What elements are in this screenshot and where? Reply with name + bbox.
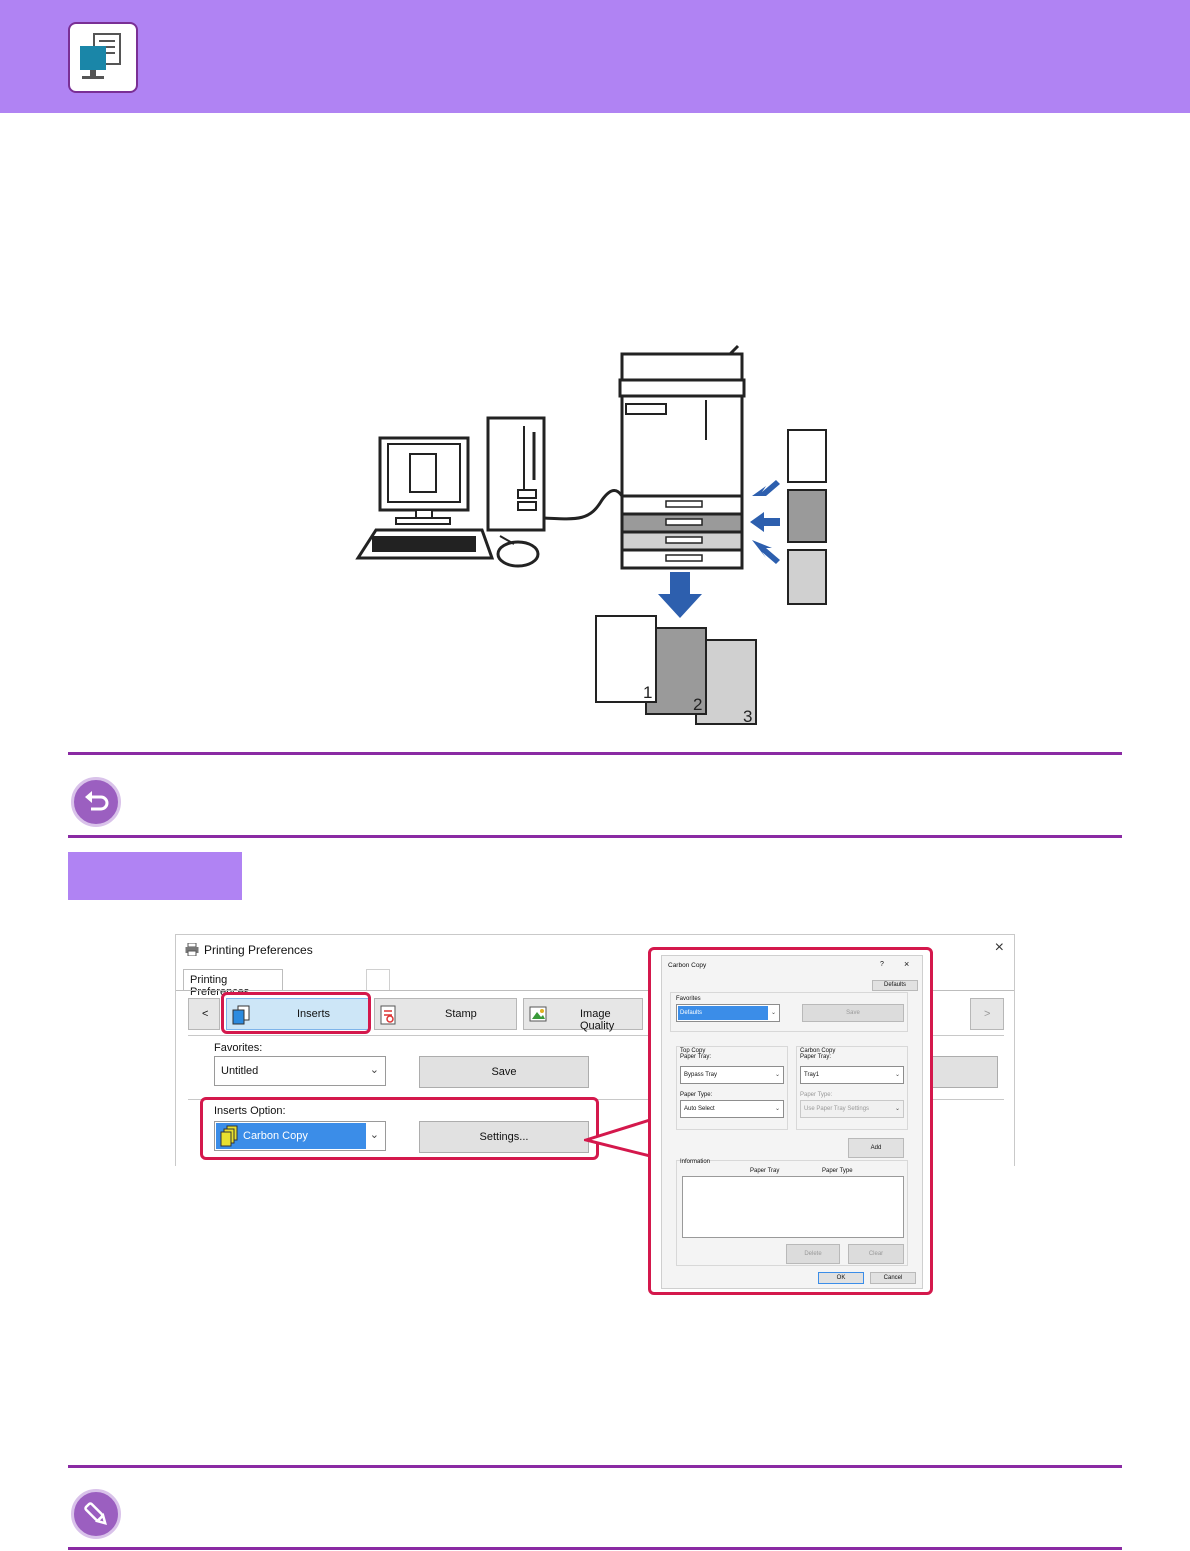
delete-button[interactable]: Delete <box>786 1244 840 1264</box>
paper-icon <box>787 489 827 543</box>
tab-blank[interactable] <box>366 969 390 991</box>
save-button[interactable]: Save <box>419 1056 589 1088</box>
settings-button[interactable]: Settings... <box>419 1121 589 1153</box>
nav-item-image-quality[interactable]: Image Quality <box>523 998 643 1032</box>
favorites-select[interactable]: Untitled ⌄ <box>214 1056 386 1086</box>
col-paper-type: Paper Type <box>822 1168 853 1174</box>
illustration: 1 2 3 <box>355 344 827 726</box>
information-list[interactable] <box>682 1176 904 1238</box>
inserts-icon <box>232 1005 250 1025</box>
top-paper-tray-select[interactable]: Bypass Tray ⌄ <box>680 1066 784 1084</box>
highlight-inserts <box>221 992 371 1034</box>
printer-icon <box>185 943 199 956</box>
nav-next-button[interactable]: > <box>970 998 1004 1030</box>
callout-connector <box>584 1118 652 1158</box>
tab-printing-preferences[interactable]: Printing Preferences <box>183 969 283 998</box>
cc-paper-tray-select[interactable]: Tray1 ⌄ <box>800 1066 904 1084</box>
favorites-select[interactable]: Defaults ⌄ <box>676 1004 780 1022</box>
information-label: Information <box>680 1159 711 1165</box>
arrow-icon <box>750 480 780 564</box>
step-label <box>68 852 242 900</box>
note-rule-top <box>68 1465 1122 1468</box>
nav-item-inserts[interactable]: Inserts <box>226 998 369 1030</box>
dialog-title: Carbon Copy <box>668 962 707 969</box>
paper-icon <box>787 429 827 483</box>
inserts-option-label: Inserts Option: <box>214 1105 286 1117</box>
defaults-button[interactable]: Defaults <box>872 980 918 991</box>
chevron-down-icon: ⌄ <box>369 1129 379 1141</box>
note-rule-bottom <box>68 835 1122 838</box>
image-quality-icon <box>529 1006 547 1022</box>
save-button[interactable]: Save <box>802 1004 904 1022</box>
clear-button[interactable]: Clear <box>848 1244 904 1264</box>
top-paper-type-select[interactable]: Auto Select ⌄ <box>680 1100 784 1118</box>
stamp-icon <box>380 1005 396 1025</box>
carbon-copy-label: Carbon Copy <box>800 1048 836 1054</box>
right-button[interactable] <box>926 1056 998 1088</box>
page-number: 3 <box>743 707 752 726</box>
arrow-icon <box>658 572 702 618</box>
col-paper-tray: Paper Tray <box>750 1168 780 1174</box>
return-arrow-icon <box>71 777 121 827</box>
cancel-button[interactable]: Cancel <box>870 1272 916 1284</box>
carbon-copy-icon <box>220 1125 238 1147</box>
ok-button[interactable]: OK <box>818 1272 864 1284</box>
computer-icon <box>355 416 624 568</box>
top-copy-label: Top Copy <box>680 1048 706 1054</box>
favorites-label: Favorites: <box>214 1042 263 1054</box>
highlight-inserts-option <box>200 1097 599 1160</box>
add-button[interactable]: Add <box>848 1138 904 1158</box>
close-icon[interactable]: × <box>994 939 1004 956</box>
close-icon[interactable]: × <box>904 959 910 969</box>
cc-paper-type-select[interactable]: Use Paper Tray Settings ⌄ <box>800 1100 904 1118</box>
favorites-label: Favorites <box>676 996 701 1002</box>
page-number: 2 <box>693 695 702 714</box>
carbon-copy-dialog: Carbon Copy ? × Defaults Favorites Defau… <box>648 947 933 1295</box>
help-icon[interactable]: ? <box>880 961 884 968</box>
header-band <box>0 0 1190 113</box>
paper-icon <box>595 615 657 703</box>
page-number: 1 <box>643 683 652 702</box>
nav-item-stamp[interactable]: Stamp <box>374 998 517 1030</box>
window-title: Printing Preferences <box>204 943 313 957</box>
nav-prev-button[interactable]: < <box>188 998 220 1030</box>
note-rule-bottom <box>68 1547 1122 1550</box>
pencil-icon <box>71 1489 121 1539</box>
note-rule-top <box>68 752 1122 755</box>
copier-icon <box>618 344 746 570</box>
chevron-down-icon: ⌄ <box>369 1064 379 1076</box>
printer-computer-icon <box>68 22 138 93</box>
inserts-option-select[interactable]: Carbon Copy ⌄ <box>214 1121 386 1151</box>
paper-icon <box>787 549 827 605</box>
